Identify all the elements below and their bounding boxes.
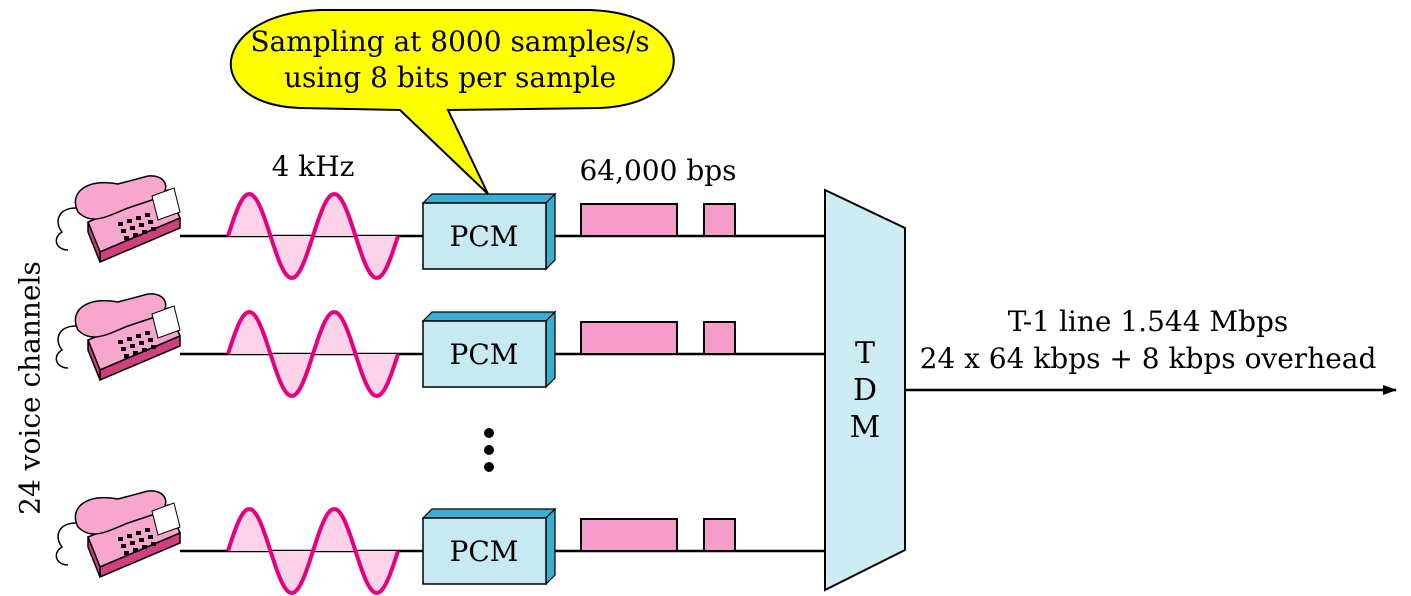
phone-key — [151, 227, 156, 231]
phone-display — [151, 305, 181, 339]
phone-key — [118, 537, 123, 541]
pcm-label: PCM — [449, 220, 519, 253]
phone-cord — [55, 207, 77, 251]
phone-key — [121, 347, 126, 351]
phone-key — [130, 541, 135, 545]
channel-group — [55, 175, 825, 595]
phone-key — [133, 351, 138, 355]
digital-pulse — [703, 321, 736, 355]
pcm-box-side — [545, 192, 556, 271]
digital-pulse — [580, 203, 678, 237]
phone-handset — [74, 490, 167, 535]
digital-pulse — [580, 518, 678, 552]
pcm-label: PCM — [449, 535, 519, 568]
t1-rate-label: T-1 line 1.544 Mbps — [1007, 305, 1289, 338]
phone-key — [142, 348, 147, 352]
phone-key — [127, 534, 132, 538]
ellipsis-dot — [484, 445, 494, 455]
pcm-box-side — [545, 310, 556, 389]
phone-key — [127, 337, 132, 341]
bitrate-label: 64,000 bps — [579, 154, 737, 187]
tdm-letter-t: T — [854, 336, 876, 371]
phone-cord — [55, 325, 77, 369]
phone-key — [124, 551, 129, 555]
phone-handset — [74, 175, 167, 220]
voice-channels-label: 24 voice channels — [13, 261, 47, 515]
phone-body-front — [87, 339, 101, 381]
phone-key — [142, 230, 147, 234]
phone-body-front — [87, 221, 101, 263]
phone-key — [139, 538, 144, 542]
phone-key — [133, 233, 138, 237]
phone-key — [145, 331, 150, 335]
phone-key — [124, 236, 129, 240]
analog-wave — [226, 507, 400, 595]
analog-frequency-label: 4 kHz — [271, 150, 355, 183]
phone-key — [148, 220, 153, 224]
phone-key — [118, 222, 123, 226]
phone-key — [142, 545, 147, 549]
telephone-icon — [55, 293, 181, 382]
phone-key — [127, 219, 132, 223]
digital-pulse — [703, 203, 736, 237]
phone-key — [136, 216, 141, 220]
pcm-box-side — [545, 507, 556, 586]
phone-cord — [55, 522, 77, 566]
phone-key — [151, 542, 156, 546]
phone-key — [130, 344, 135, 348]
pcm-box — [422, 202, 547, 270]
phone-key — [139, 341, 144, 345]
phone-key — [133, 548, 138, 552]
tdm-multiplexer — [824, 188, 906, 592]
phone-key — [118, 340, 123, 344]
pcm-box-top — [421, 193, 557, 204]
pcm-box — [422, 517, 547, 585]
tdm-letter-d: D — [852, 373, 878, 408]
digital-pulse — [580, 321, 678, 355]
pcm-box-top — [421, 311, 557, 322]
callout-line-1: Sampling at 8000 samples/s — [250, 25, 650, 58]
phone-key — [145, 528, 150, 532]
pcm-box — [422, 320, 547, 388]
phone-key — [148, 338, 153, 342]
analog-wave — [226, 310, 400, 398]
phone-key — [136, 334, 141, 338]
phone-key — [121, 229, 126, 233]
phone-handset — [74, 293, 167, 338]
t1-overhead-label: 24 x 64 kbps + 8 kbps overhead — [919, 342, 1377, 375]
phone-body-front — [87, 536, 101, 578]
channel-row — [55, 175, 825, 280]
phone-key — [121, 544, 126, 548]
tdm-letter-m: M — [849, 410, 881, 445]
phone-key — [145, 213, 150, 217]
ellipsis-dot — [484, 428, 494, 438]
channel-row — [55, 490, 825, 595]
phone-key — [124, 354, 129, 358]
phone-key — [130, 226, 135, 230]
phone-key — [139, 223, 144, 227]
pcm-label: PCM — [449, 338, 519, 371]
digital-pulse — [703, 518, 736, 552]
phone-key — [148, 535, 153, 539]
phone-display — [151, 502, 181, 536]
callout-bubble — [229, 9, 675, 195]
analog-wave — [226, 192, 400, 280]
phone-key — [136, 531, 141, 535]
phone-key — [151, 345, 156, 349]
channel-row — [55, 293, 825, 398]
callout-text: Sampling at 8000 samples/s using 8 bits … — [250, 24, 649, 96]
telephone-icon — [55, 175, 181, 264]
phone-display — [151, 187, 181, 221]
callout-line-2: using 8 bits per sample — [283, 61, 617, 94]
telephone-icon — [55, 490, 181, 579]
ellipsis-dot — [484, 462, 494, 472]
pcm-box-top — [421, 508, 557, 519]
